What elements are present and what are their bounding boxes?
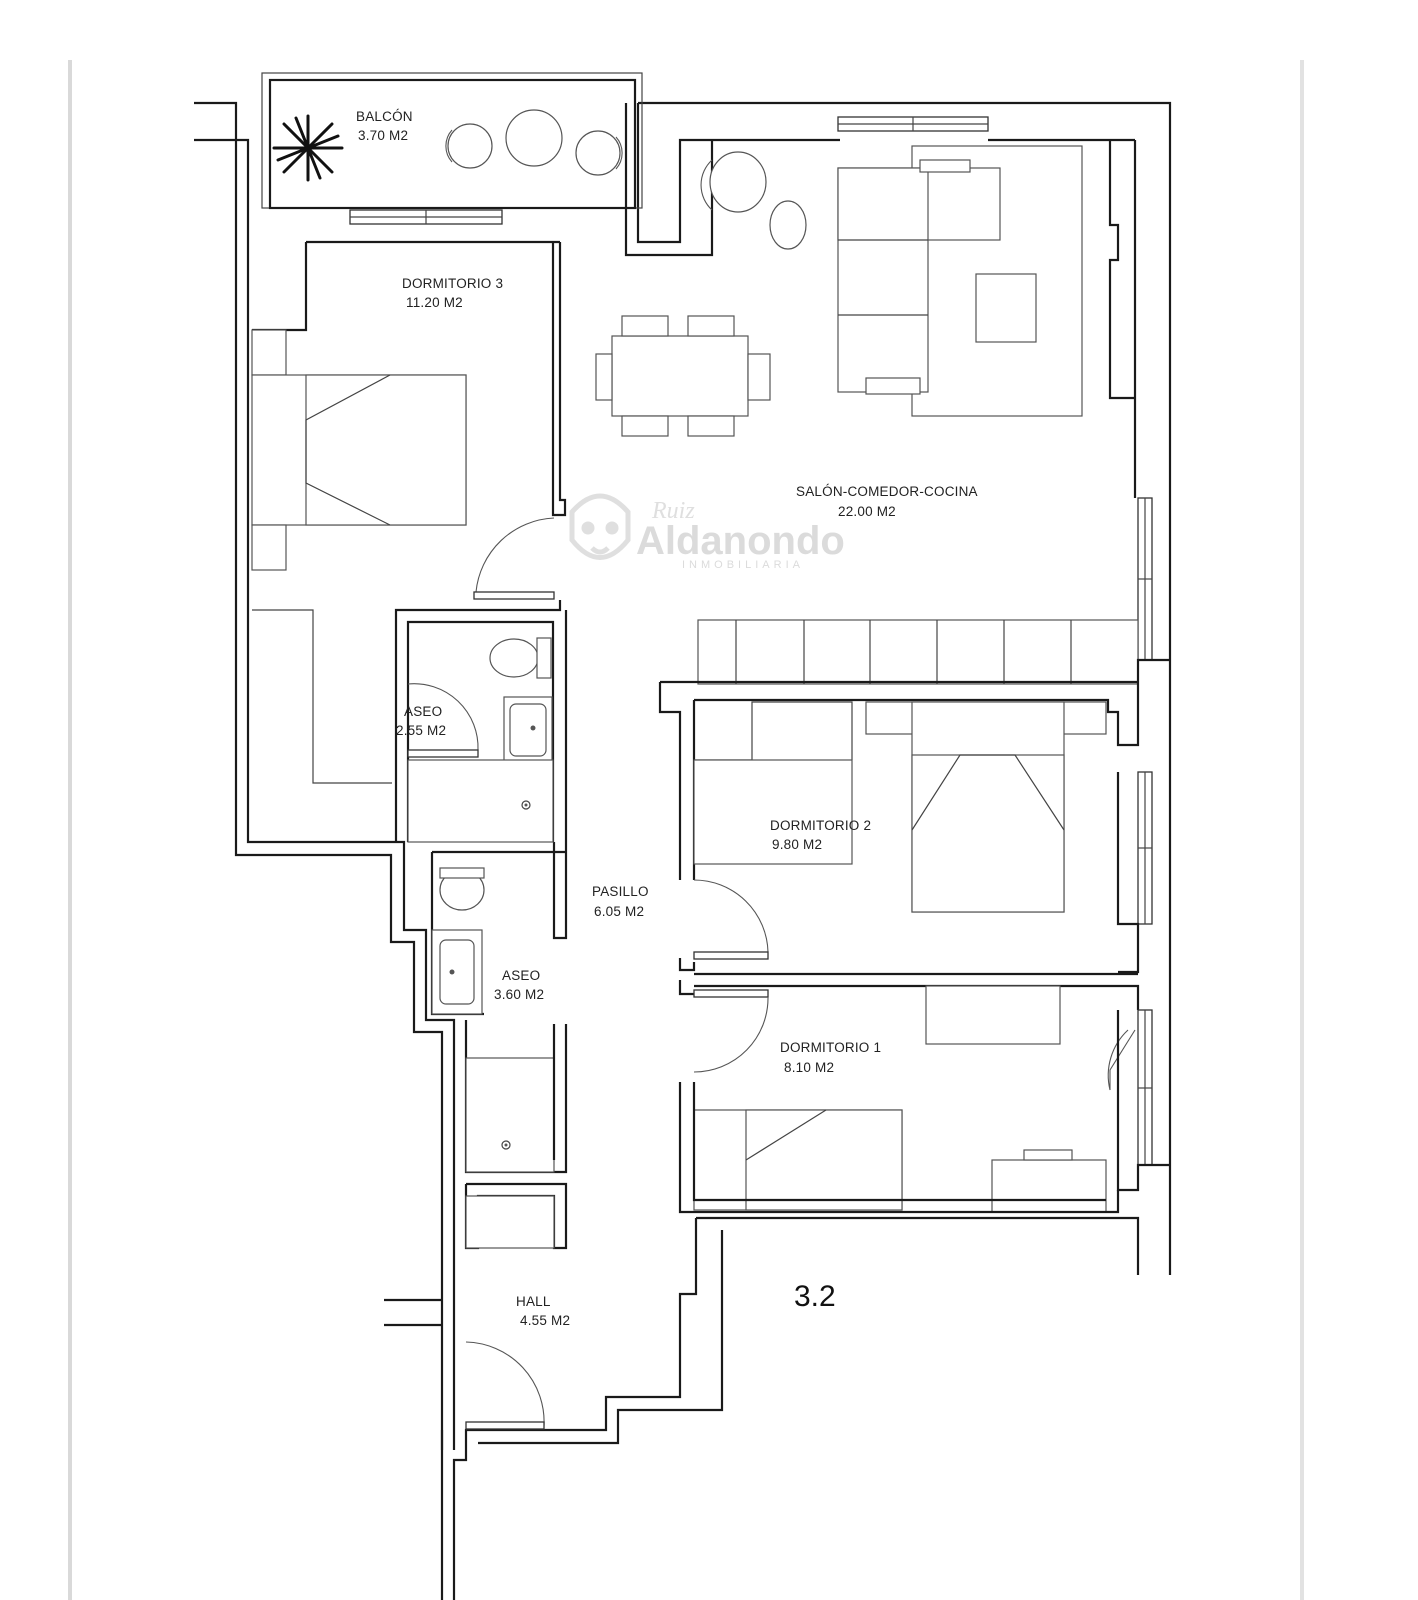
room-area: 8.10 M2: [784, 1060, 834, 1075]
door-entrance: [465, 1341, 545, 1427]
room-name: SALÓN-COMEDOR-COCINA: [796, 484, 978, 499]
room-name: DORMITORIO 2: [770, 818, 871, 833]
armchair-1: [709, 151, 767, 213]
toilet-1: [489, 638, 539, 678]
room-area: 9.80 M2: [772, 837, 822, 852]
room-name: PASILLO: [592, 884, 649, 899]
balcony-chair-1: [447, 123, 493, 169]
room-name: ASEO: [502, 968, 540, 983]
plan-id: 3.2: [794, 1280, 836, 1313]
side-table: [769, 200, 807, 250]
coffee-table: [975, 273, 1037, 343]
room-name: BALCÓN: [356, 109, 413, 124]
coat-closet: [465, 1195, 555, 1249]
door-bedroom-1: [693, 996, 769, 1073]
door-bathroom-1: [407, 683, 479, 751]
plant-icon: [272, 114, 344, 182]
balcony-chair-2: [575, 130, 621, 176]
door-bedroom-3: [475, 517, 555, 593]
hall: [464, 1182, 568, 1430]
bulldog-logo-icon: [569, 493, 631, 560]
dining-table: [611, 335, 749, 417]
bathroom-2: [430, 850, 568, 1174]
living-room: [595, 116, 1170, 880]
room-name: DORMITORIO 3: [402, 276, 503, 291]
balcony-table: [505, 109, 563, 167]
room-name: ASEO: [404, 704, 442, 719]
kitchen-counter: [697, 619, 1139, 685]
room-area: 11.20 M2: [406, 295, 463, 310]
room-name: HALL: [516, 1294, 551, 1309]
wardrobe-2: [693, 759, 853, 865]
room-area: 22.00 M2: [838, 504, 896, 519]
watermark-subtitle: INMOBILIARIA: [682, 559, 804, 571]
room-labels: BALCÓN 3.70 M2 DORMITORIO 3 11.20 M2 SAL…: [356, 109, 978, 1328]
room-area: 4.55 M2: [520, 1313, 570, 1328]
watermark-script: Ruiz: [651, 498, 695, 524]
watermark-name: Aldanondo: [636, 519, 845, 563]
outer-walls: [194, 101, 1172, 1600]
nightstand: [991, 1159, 1107, 1213]
shower-1: [407, 759, 554, 843]
room-name: DORMITORIO 1: [780, 1040, 881, 1055]
room-area: 6.05 M2: [594, 904, 644, 919]
bathroom-1: [394, 600, 568, 940]
balcony: [261, 72, 643, 225]
bedroom-3: [251, 240, 567, 784]
bedroom-2: [678, 701, 1153, 976]
room-area: 3.60 M2: [494, 987, 544, 1002]
shower-2: [465, 1057, 555, 1173]
bedroom-1: [678, 980, 1170, 1214]
room-area: 3.70 M2: [358, 128, 408, 143]
desk: [925, 985, 1061, 1045]
room-area: 2.55 M2: [396, 723, 446, 738]
door-bedroom-2: [693, 879, 769, 953]
watermark: Ruiz Aldanondo INMOBILIARIA: [569, 493, 845, 571]
